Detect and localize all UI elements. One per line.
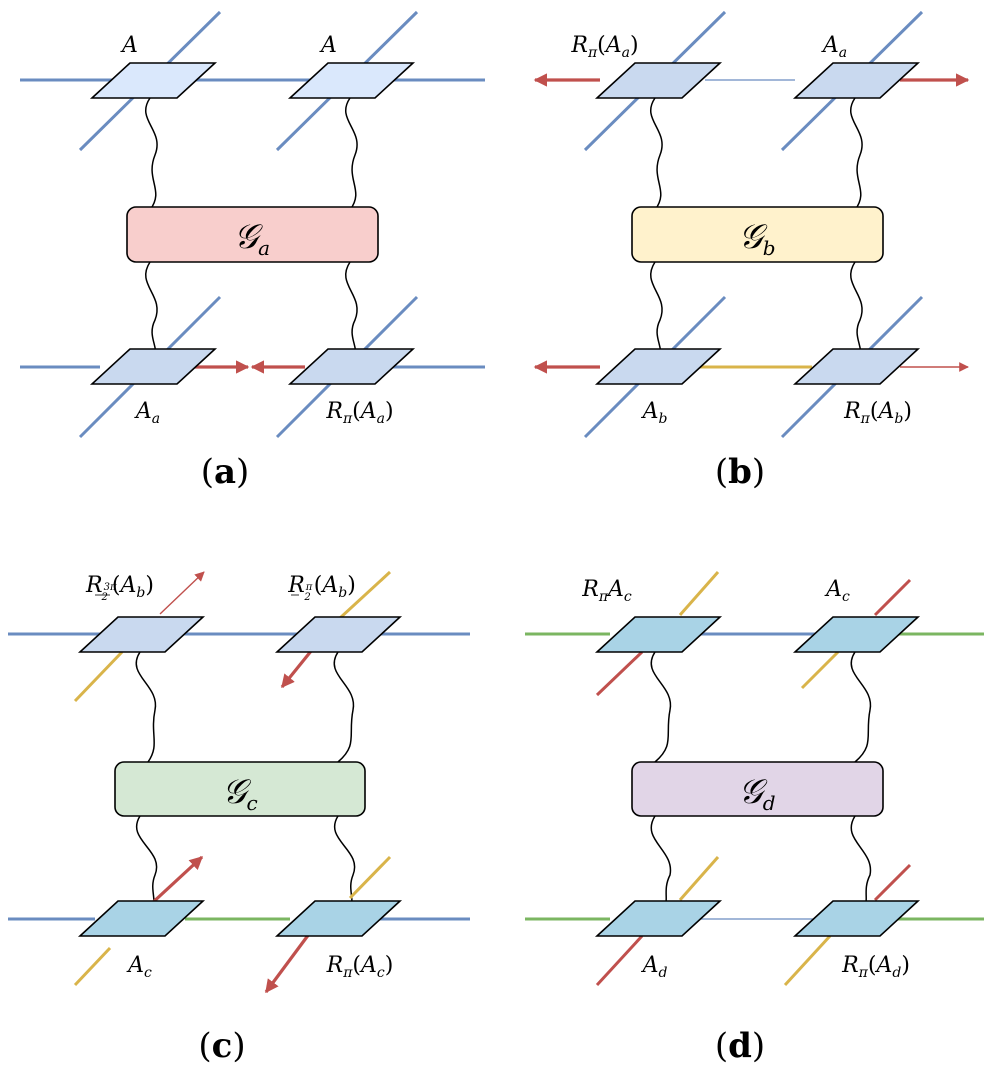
tensor-bottom-right bbox=[792, 348, 921, 385]
tensor-bottom-right bbox=[287, 348, 416, 385]
label-bottom-left-b: Ab bbox=[641, 399, 668, 427]
panel-a: 𝒢a A A Aa Rπ(Aa) (a) bbox=[20, 10, 485, 492]
label-top-left-d: RπAc bbox=[581, 577, 632, 605]
tensor-top-right bbox=[287, 62, 416, 99]
tensor-top-left bbox=[89, 62, 218, 99]
caption-b: (b) bbox=[715, 452, 765, 492]
label-top-right-a: A bbox=[319, 33, 337, 58]
tensor-bottom-left bbox=[594, 900, 723, 937]
label-bottom-right-d: Rπ(Ad) bbox=[841, 953, 910, 981]
label-top-left-b: Rπ(Aa) bbox=[570, 33, 638, 61]
box-label-a: 𝒢a bbox=[234, 217, 270, 260]
contraction-box-d bbox=[631, 761, 884, 817]
label-top-right-d: Ac bbox=[824, 577, 850, 605]
label-top-right-b: Aa bbox=[821, 33, 847, 61]
contraction-box-c bbox=[114, 761, 366, 817]
label-bottom-left-c: Ac bbox=[126, 953, 152, 981]
contraction-box-b bbox=[631, 206, 884, 263]
label-bottom-right-a: Rπ(Aa) bbox=[325, 399, 393, 427]
label-bottom-right-b: Rπ(Ab) bbox=[843, 399, 912, 427]
tensor-bottom-left bbox=[77, 900, 206, 937]
contraction-box-a bbox=[126, 206, 379, 263]
caption-a: (a) bbox=[201, 452, 250, 492]
label-bottom-right-c: Rπ(Ac) bbox=[326, 953, 394, 981]
tensor-top-left bbox=[77, 616, 206, 653]
label-bottom-left-a: Aa bbox=[134, 399, 160, 427]
tensor-bottom-left bbox=[594, 348, 723, 385]
label-bottom-left-d: Ad bbox=[641, 953, 668, 981]
caption-c: (c) bbox=[198, 1026, 245, 1066]
tensor-top-right bbox=[274, 616, 403, 653]
label-top-left-a: A bbox=[120, 33, 138, 58]
caption-d: (d) bbox=[715, 1026, 765, 1066]
tensor-top-left bbox=[594, 62, 723, 99]
tensor-top-left bbox=[594, 616, 723, 653]
box-label-b: 𝒢b bbox=[738, 217, 775, 260]
tensor-top-right bbox=[792, 616, 921, 653]
box-label-c: 𝒢c bbox=[222, 772, 257, 815]
panel-d: 𝒢d RπAc Ac Ad Rπ(Ad) (d) bbox=[525, 571, 984, 1066]
tensor-top-right bbox=[792, 62, 921, 99]
tensor-bottom-right bbox=[274, 900, 403, 937]
tensor-bottom-right bbox=[792, 900, 921, 937]
tensor-bottom-left bbox=[89, 348, 218, 385]
panel-b: 𝒢b Rπ(Aa) Aa Ab Rπ(Ab) (b) bbox=[533, 10, 970, 492]
box-label-d: 𝒢d bbox=[738, 772, 775, 815]
